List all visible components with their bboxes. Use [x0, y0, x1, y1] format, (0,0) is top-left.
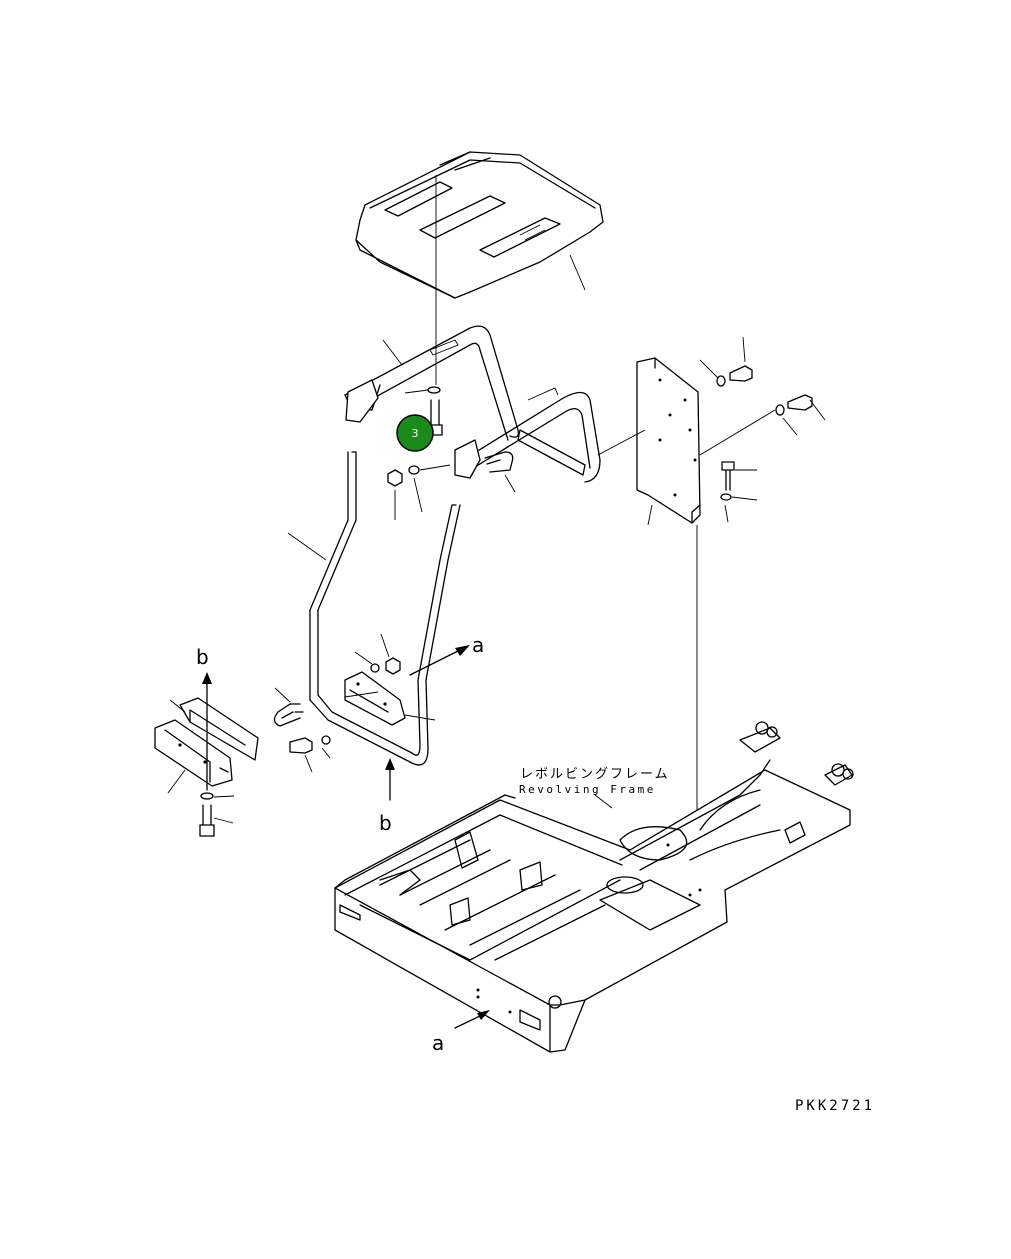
leader-line	[344, 691, 379, 698]
drawing-code: PKK2721	[795, 1098, 875, 1114]
leader-line	[413, 477, 423, 513]
bolt	[199, 804, 215, 837]
leader-line	[404, 714, 436, 721]
leader-line	[380, 633, 390, 658]
washer	[370, 663, 380, 673]
frame-label-en: Revolving Frame	[519, 783, 656, 796]
leader-line	[304, 754, 313, 773]
leader-line	[382, 339, 403, 366]
leader-line	[597, 429, 646, 456]
leader-line	[647, 504, 653, 526]
leader-line	[404, 389, 429, 394]
view-label-b-top: b	[196, 645, 209, 669]
leader-line	[504, 474, 516, 493]
view-label-b: b	[379, 811, 392, 835]
bolt	[289, 737, 313, 754]
leader-line	[321, 747, 331, 759]
leader-line	[419, 464, 451, 471]
leader-line	[169, 699, 186, 713]
washer	[427, 386, 441, 394]
washer	[321, 735, 331, 745]
callout-number: 3	[412, 427, 419, 440]
upright-posts	[309, 451, 461, 766]
detail-view-b	[154, 697, 259, 787]
leader-line	[274, 687, 291, 703]
nut	[387, 469, 403, 487]
bolt-set-right	[699, 336, 826, 523]
mount-bracket	[344, 671, 406, 726]
leader-line	[287, 532, 327, 561]
leader-line	[569, 254, 586, 291]
canopy-roof	[355, 151, 604, 299]
u-bolt	[484, 451, 514, 473]
nut	[385, 657, 401, 675]
view-arrow-a	[409, 645, 470, 676]
revolving-frame	[334, 721, 854, 1053]
view-label-a-lower: a	[432, 1031, 444, 1055]
frame-label-jp: レボルビングフレーム	[520, 767, 670, 782]
view-arrow-a-lower	[454, 1010, 490, 1029]
callout-marker-3[interactable]: 3	[396, 414, 434, 452]
u-bolt	[273, 703, 301, 727]
upper-frame	[344, 325, 601, 483]
leader-line	[354, 651, 373, 665]
view-label-a: a	[472, 633, 484, 657]
view-arrow-b-head	[202, 672, 212, 684]
leader-line	[213, 817, 234, 824]
side-plate	[636, 357, 701, 524]
washer	[408, 465, 420, 475]
view-arrow-b	[385, 758, 395, 801]
leader-line	[167, 769, 186, 794]
leader-line	[213, 795, 235, 798]
washer	[200, 792, 214, 800]
leader-line	[594, 794, 613, 809]
